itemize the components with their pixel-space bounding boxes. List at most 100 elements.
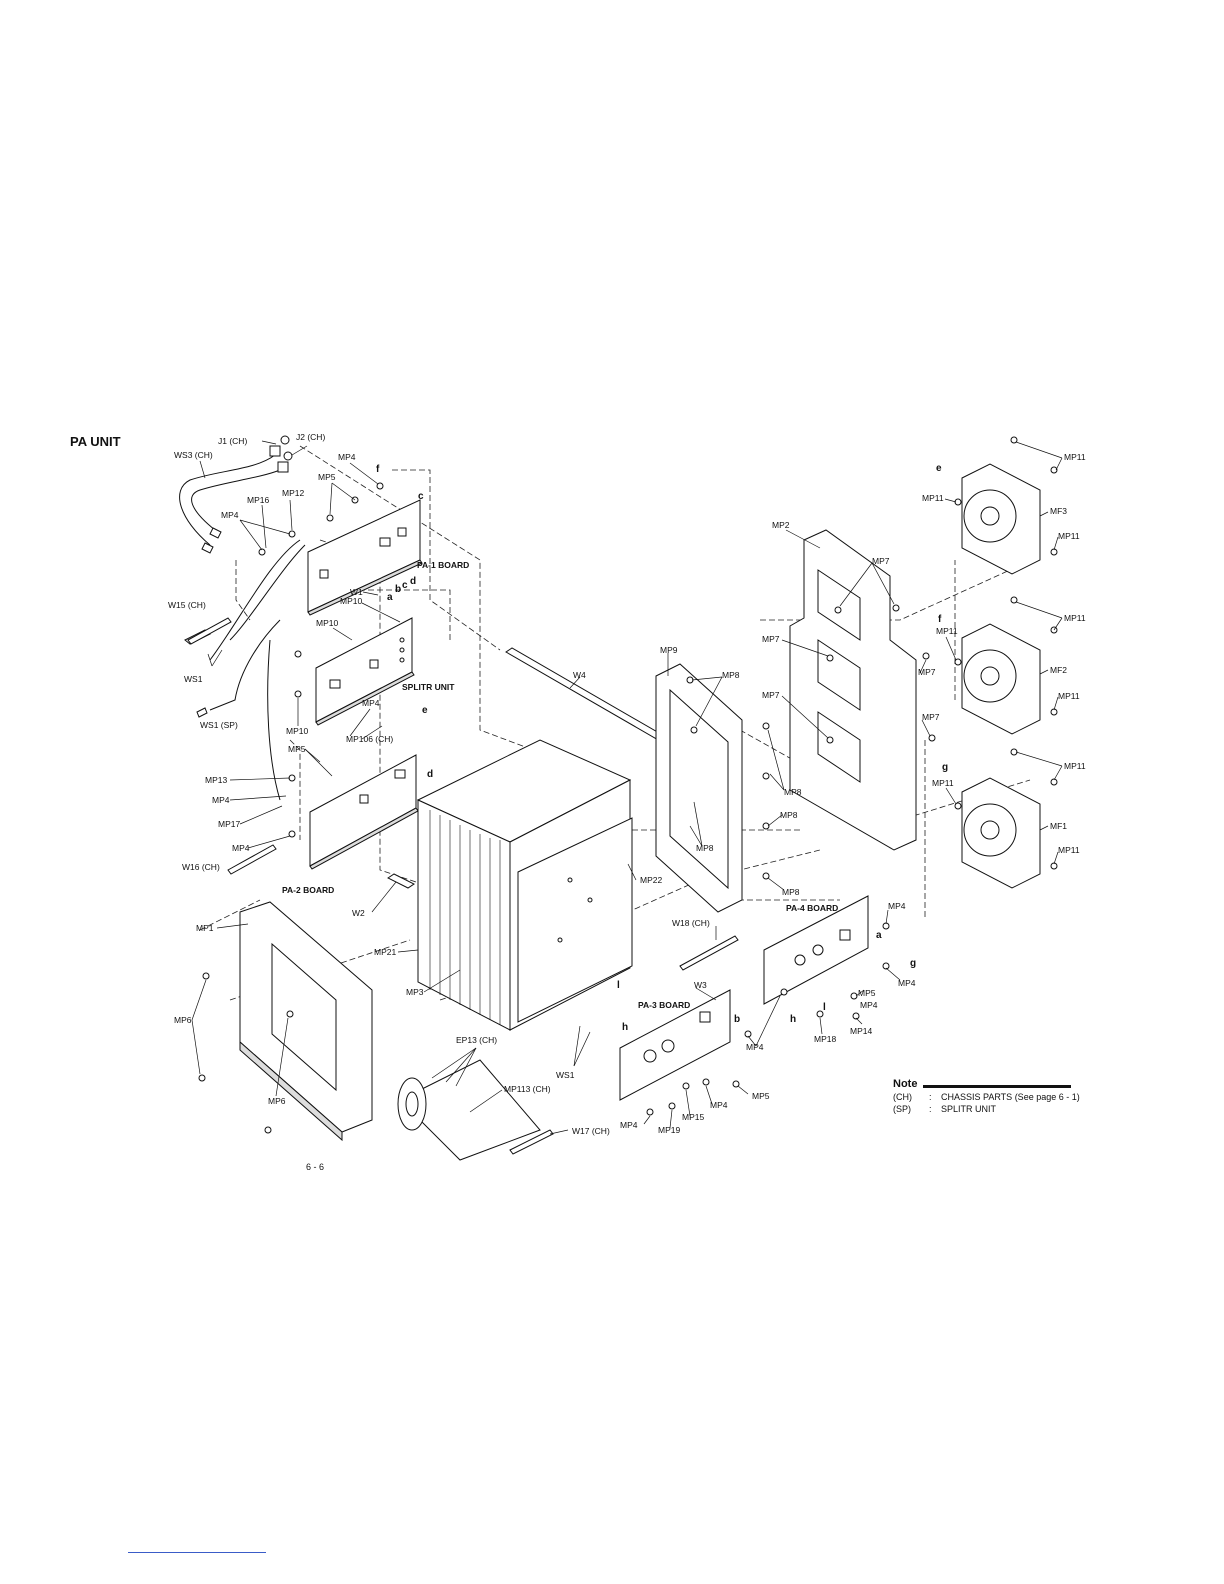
label-mp8: MP8	[696, 843, 714, 853]
label-ws1-sp: WS1 (SP)	[200, 720, 238, 730]
label-mp17: MP17	[218, 819, 240, 829]
label-w15: W15 (CH)	[168, 600, 206, 610]
label-mp14: MP14	[850, 1026, 872, 1036]
label-mp18: MP18	[814, 1034, 836, 1044]
label-mp11: MP11	[1058, 691, 1080, 701]
label-mp8: MP8	[722, 670, 740, 680]
connection-letter: d	[427, 769, 433, 780]
note-text: SPLITR UNIT	[941, 1104, 997, 1114]
leader-lines	[191, 440, 1063, 1135]
connection-letter: f	[376, 464, 380, 475]
connection-letter: h	[790, 1014, 796, 1025]
fan-mf1	[961, 777, 1041, 889]
label-mf3: MF3	[1050, 506, 1067, 516]
label-mp9: MP9	[660, 645, 678, 655]
connection-letter: f	[938, 614, 942, 625]
label-w18: W18 (CH)	[672, 918, 710, 928]
label-mp10: MP10	[340, 596, 362, 606]
connection-letter: e	[936, 463, 942, 474]
mp22-plate	[517, 817, 633, 1023]
connection-letter: l	[617, 980, 620, 991]
label-pa4-board: PA-4 BOARD	[786, 903, 838, 913]
label-mp4: MP4	[362, 698, 380, 708]
label-mp15: MP15	[682, 1112, 704, 1122]
label-w16: W16 (CH)	[182, 862, 220, 872]
label-mp4: MP4	[221, 510, 239, 520]
label-mp11: MP11	[1058, 531, 1080, 541]
connection-letter: c	[418, 491, 424, 502]
connection-letter: g	[910, 958, 916, 969]
label-mp22: MP22	[640, 875, 662, 885]
connection-letter: c	[402, 580, 408, 591]
w15-w16-cables	[187, 617, 277, 875]
label-ws1: WS1	[184, 674, 203, 684]
note-entry: (CH) : CHASSIS PARTS (See page 6 - 1)	[893, 1092, 1093, 1102]
label-mp7: MP7	[922, 712, 940, 722]
pa3-board	[619, 989, 731, 1101]
screws	[198, 436, 1058, 1134]
label-mp4: MP4	[710, 1100, 728, 1110]
label-mp16: MP16	[247, 495, 269, 505]
connection-letters: f c a b c d e d e f g a g l h b h l	[376, 463, 948, 1033]
label-mp11: MP11	[1064, 761, 1086, 771]
label-mf2: MF2	[1050, 665, 1067, 675]
note-box: Note (CH) : CHASSIS PARTS (See page 6 - …	[893, 1078, 1093, 1114]
label-mp10: MP10	[316, 618, 338, 628]
label-mp6: MP6	[174, 1015, 192, 1025]
footnote-rule	[128, 1552, 266, 1553]
label-mp11: MP11	[1058, 845, 1080, 855]
label-mp4: MP4	[888, 901, 906, 911]
note-code: (SP)	[893, 1104, 911, 1114]
connection-letter: h	[622, 1022, 628, 1033]
connection-letter: e	[422, 705, 428, 716]
label-w2: W2	[352, 908, 365, 918]
label-mp8: MP8	[782, 887, 800, 897]
fan-mf3	[961, 463, 1041, 575]
label-mp11: MP11	[936, 626, 958, 636]
label-w4: W4	[573, 670, 586, 680]
label-mp11: MP11	[922, 493, 944, 503]
label-mp4: MP4	[898, 978, 916, 988]
fan-mf2	[961, 623, 1041, 735]
label-mf1: MF1	[1050, 821, 1067, 831]
label-mp21: MP21	[374, 947, 396, 957]
note-code: (CH)	[893, 1092, 912, 1102]
label-mp13: MP13	[205, 775, 227, 785]
ep13-roll	[397, 1059, 541, 1161]
label-mp5: MP5	[752, 1091, 770, 1101]
label-mp3: MP3	[406, 987, 424, 997]
note-rule	[923, 1085, 1071, 1088]
connection-letter: d	[410, 576, 416, 587]
label-w3: W3	[694, 980, 707, 990]
label-mp5: MP5	[318, 472, 336, 482]
connection-letter: b	[734, 1014, 740, 1025]
note-title: Note	[893, 1078, 918, 1090]
label-mp6: MP6	[268, 1096, 286, 1106]
label-mp7: MP7	[872, 556, 890, 566]
label-mp7: MP7	[918, 667, 936, 677]
label-mp106: MP106 (CH)	[346, 734, 393, 744]
label-mp11: MP11	[1064, 452, 1086, 462]
ws1-cables	[184, 539, 306, 801]
connection-letter: a	[876, 930, 882, 941]
label-j1: J1 (CH)	[218, 436, 247, 446]
pa2-board	[309, 754, 419, 870]
label-mp12: MP12	[282, 488, 304, 498]
label-mp2: MP2	[772, 520, 790, 530]
note-separator: :	[929, 1092, 932, 1102]
label-mp4: MP4	[860, 1000, 878, 1010]
section-title: PA UNIT	[70, 434, 121, 449]
label-ep13: EP13 (CH)	[456, 1035, 497, 1045]
pa1-board	[307, 499, 423, 616]
note-text: CHASSIS PARTS (See page 6 - 1)	[941, 1092, 1080, 1102]
label-j2: J2 (CH)	[296, 432, 325, 442]
page-number: 6 - 6	[306, 1162, 325, 1172]
label-mp11: MP11	[932, 778, 954, 788]
label-mp10: MP10	[286, 726, 308, 736]
label-mp4: MP4	[620, 1120, 638, 1130]
ws3-cable	[179, 435, 293, 554]
label-mp1: MP1	[196, 923, 214, 933]
label-ws1: WS1	[556, 1070, 575, 1080]
connection-letter: l	[823, 1002, 826, 1013]
mp9-frame	[655, 663, 743, 913]
